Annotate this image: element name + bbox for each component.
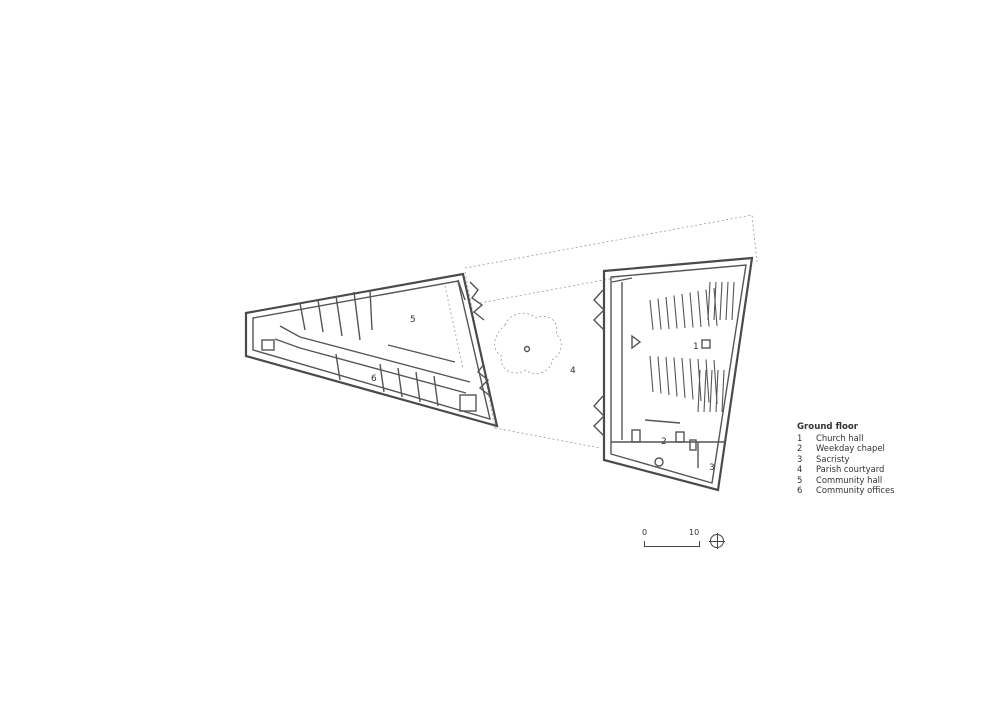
legend: Ground floor 1 Church hall 2 Weekday chape… (797, 422, 894, 496)
pew-row (719, 281, 723, 321)
legend-item: 5 Community hall (797, 475, 894, 486)
legend-item-number: 5 (797, 474, 803, 485)
pew-row (665, 356, 670, 396)
room-number-3: 3 (709, 463, 715, 473)
pew-row (657, 356, 662, 394)
room-number-6: 6 (371, 374, 377, 384)
legend-item-label: Community offices (816, 485, 895, 495)
pew-row (665, 296, 670, 330)
pew-row (731, 281, 735, 321)
pew-row (681, 357, 686, 399)
legend-item: 1 Church hall (797, 433, 894, 444)
pew-row (657, 298, 662, 330)
pew-row (673, 295, 678, 329)
legend-item-label: Community hall (816, 474, 883, 485)
legend-item-number: 1 (797, 432, 803, 443)
legend-item-label: Weekday chapel (816, 443, 885, 453)
legend-item-label: Sacristy (816, 453, 850, 464)
pew-row (649, 355, 654, 393)
site-outline (464, 214, 758, 449)
community-building (244, 272, 499, 428)
pew-row (697, 369, 701, 413)
legend-item-number: 3 (797, 453, 803, 464)
scale-end-label: 10 (689, 528, 700, 537)
legend-item-number: 6 (797, 485, 803, 495)
pew-row (725, 281, 729, 321)
pew-row (713, 287, 718, 327)
pew-row (707, 281, 711, 321)
room-number-5: 5 (410, 315, 416, 325)
pew-row (705, 289, 710, 327)
legend-item-label: Church hall (816, 432, 864, 443)
legend-item: 4 Parish courtyard (797, 464, 894, 475)
pew-row (721, 369, 725, 413)
pew-row (705, 359, 710, 403)
legend-title: Ground floor (797, 422, 858, 432)
legend-item: 2 Weekday chapel (797, 443, 894, 454)
room-number-4: 4 (570, 366, 576, 376)
legend-item-number: 4 (797, 464, 803, 474)
pew-row (649, 299, 654, 331)
legend-item-number: 2 (797, 443, 803, 453)
scale-bar: 0 10 (640, 528, 730, 552)
church-building (593, 256, 754, 492)
pew-row (689, 292, 694, 328)
pew-row (713, 281, 717, 321)
pew-row (681, 293, 686, 329)
room-number-1: 1 (693, 342, 699, 352)
pew-row (703, 369, 707, 413)
legend-item: 6 Community offices (797, 485, 894, 496)
pew-row (689, 358, 694, 400)
scale-bar-line (644, 541, 700, 547)
pew-row (715, 369, 719, 413)
pews (649, 281, 735, 413)
pew-row (709, 369, 713, 413)
pew-row (673, 357, 678, 397)
north-arrow-icon (709, 533, 725, 549)
legend-item: 3 Sacristy (797, 454, 894, 465)
courtyard-tree (494, 312, 562, 374)
scale-start-label: 0 (642, 528, 648, 537)
room-number-2: 2 (661, 437, 667, 447)
legend-item-label: Parish courtyard (816, 464, 885, 474)
pew-row (697, 290, 702, 328)
